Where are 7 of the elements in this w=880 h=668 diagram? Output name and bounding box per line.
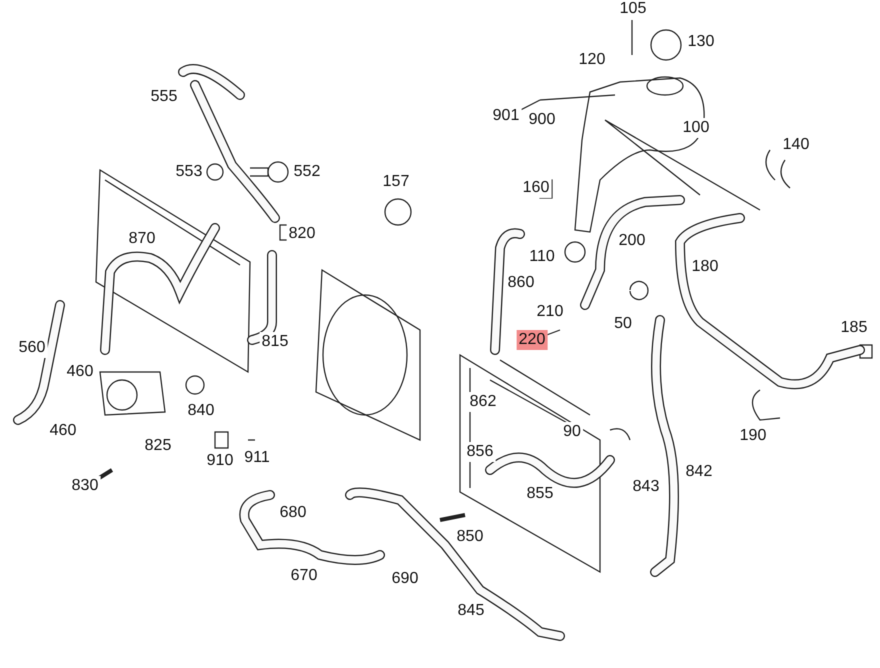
callout-number: 220 — [516, 330, 548, 350]
callout-number: 160 — [520, 178, 552, 198]
callout-number: 862 — [468, 392, 498, 412]
callout-number: 856 — [464, 442, 496, 462]
callout-number: 100 — [680, 118, 712, 138]
callout-number: 560 — [16, 338, 48, 358]
callout-number: 820 — [286, 224, 318, 244]
